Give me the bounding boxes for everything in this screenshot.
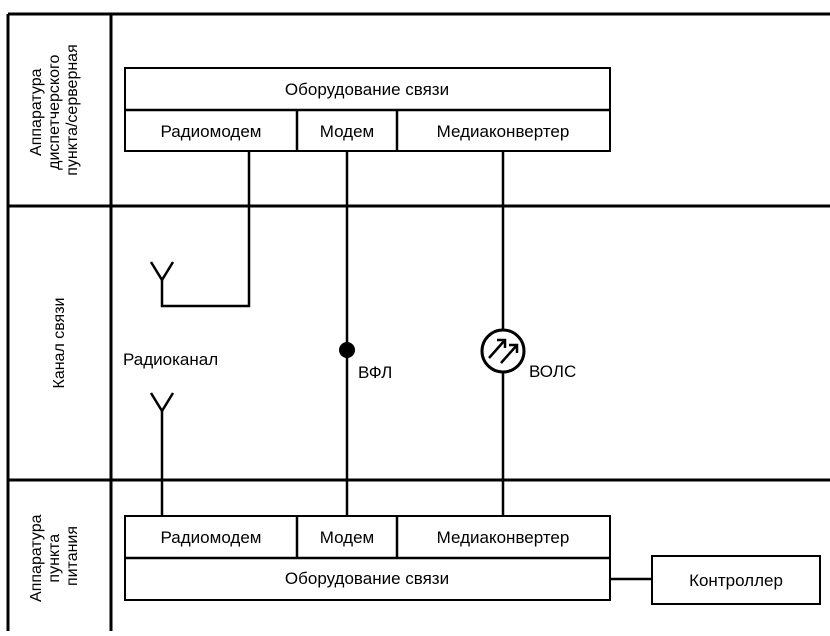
controller-label: Контроллер [689, 571, 783, 590]
bottom-equipment-block: Радиомодем Модем Медиаконвертер Оборудов… [124, 515, 611, 601]
wire-channel-label: ВФЛ [358, 363, 392, 382]
bottom-mediaconverter-label: Медиаконвертер [437, 528, 570, 547]
radio-top-line [160, 151, 251, 308]
top-modem-label: Модем [320, 122, 375, 141]
controller-box [651, 555, 821, 605]
bottom-modem-label: Модем [320, 528, 375, 547]
fiber-channel-label: ВОЛС [529, 362, 576, 381]
fiber-channel: ВОЛС [480, 151, 576, 516]
row-label-channel: Канал связи [51, 298, 68, 389]
top-radiomodem-label: Радиомодем [161, 122, 262, 141]
row-frame [6, 12, 830, 631]
top-equipment-label: Оборудование связи [285, 80, 449, 99]
wire-node-icon [339, 342, 355, 358]
row-label-dispatch: Аппаратура диспетчерского пункта/серверн… [28, 44, 81, 175]
controller-block: Контроллер [610, 555, 821, 605]
wire-channel: ВФЛ [339, 151, 392, 516]
fiber-optic-icon [480, 328, 526, 374]
antenna-icon [149, 392, 175, 412]
radio-channel: Радиоканал [123, 151, 251, 516]
top-mediaconverter-label: Медиаконвертер [437, 122, 570, 141]
antenna-icon [149, 261, 175, 281]
bottom-radiomodem-label: Радиомодем [161, 528, 262, 547]
radio-channel-label: Радиоканал [123, 350, 218, 369]
row-label-power-point: Аппаратура пункта питания [28, 510, 81, 602]
top-equipment-block: Оборудование связи Радиомодем Модем Меди… [124, 67, 611, 152]
bottom-equipment-label: Оборудование связи [285, 569, 449, 588]
